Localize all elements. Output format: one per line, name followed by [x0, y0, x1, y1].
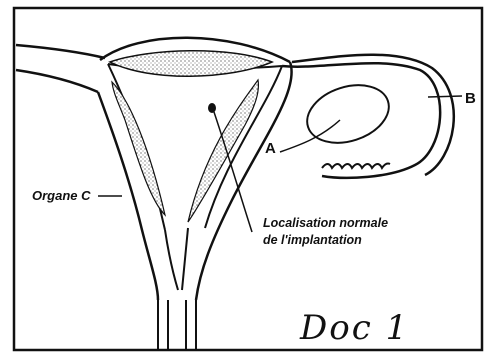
- label-implantation-line1: Localisation normale: [263, 215, 388, 232]
- label-organ-c: Organe C: [32, 188, 91, 203]
- endometrium-right: [188, 80, 258, 222]
- uterine-wall-outer: [98, 38, 292, 300]
- label-implantation-line2: de l'implantation: [263, 232, 388, 249]
- document-number: Doc 1: [300, 308, 409, 348]
- label-ovary-a: A: [265, 140, 276, 157]
- fimbriae: [322, 164, 390, 169]
- label-tube-b: B: [465, 90, 476, 107]
- leader-line-b: [428, 96, 462, 97]
- implantation-site-marker: [208, 103, 216, 113]
- ovary: [300, 75, 397, 152]
- left-fallopian-tube: [16, 45, 105, 92]
- label-implantation: Localisation normale de l'implantation: [263, 215, 388, 249]
- endometrium-top: [110, 51, 272, 77]
- cervix: [158, 228, 196, 350]
- endometrium-left: [112, 82, 165, 215]
